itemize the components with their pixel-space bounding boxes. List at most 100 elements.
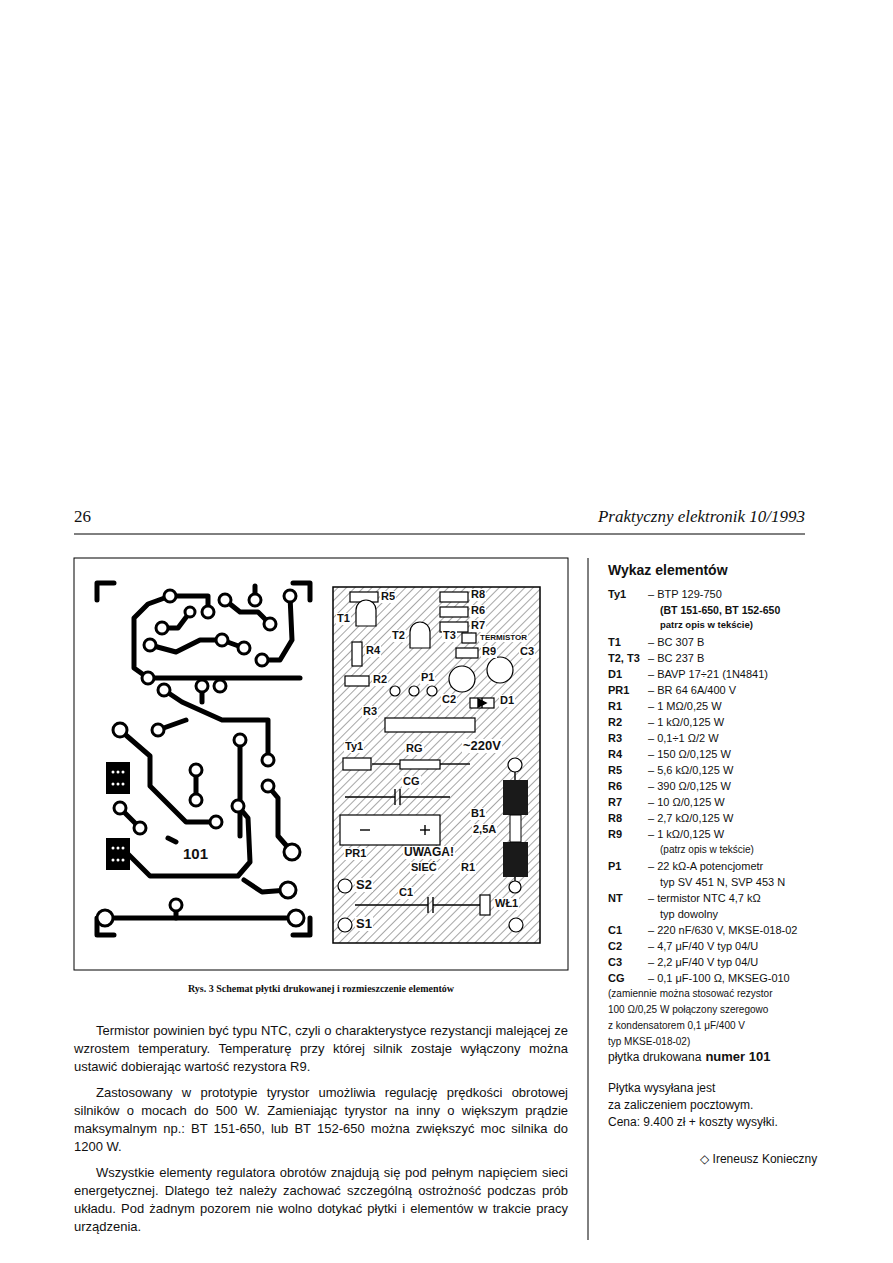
part-designator: NT xyxy=(608,892,623,905)
figure-frame xyxy=(74,558,568,970)
part-value: – 150 Ω/0,125 W xyxy=(648,748,731,761)
part-note: typ SV 451 N, SVP 453 N xyxy=(660,876,785,889)
part-designator: P1 xyxy=(608,860,621,873)
figure-caption: Rys. 3 Schemat płytki drukowanej i rozmi… xyxy=(74,983,568,995)
part-designator: R9 xyxy=(608,828,622,841)
part-designator: C2 xyxy=(608,940,622,953)
list-heading: Wykaz elementów xyxy=(608,562,728,578)
component-label: WŁ1 xyxy=(494,898,519,910)
running-head: Praktyczny elektronik 10/1993 xyxy=(598,507,805,527)
part-designator: Ty1 xyxy=(608,588,626,601)
part-note: (BT 151-650, BT 152-650 xyxy=(660,604,780,616)
body-paragraph: Zastosowany w prototypie tyrystor umożli… xyxy=(74,1084,568,1156)
part-value: – 220 nF/630 V, MKSE-018-02 xyxy=(648,924,797,937)
ordering-note: za zaliczeniem pocztowym. xyxy=(608,1099,753,1113)
page-number: 26 xyxy=(74,507,91,527)
part-value: – BAVP 17÷21 (1N4841) xyxy=(648,668,768,681)
part-designator: PR1 xyxy=(608,684,629,697)
part-value: – 4,7 μF/40 V typ 04/U xyxy=(648,940,758,953)
part-designator: CG xyxy=(608,972,625,985)
component-label: T1 xyxy=(336,613,351,625)
body-paragraph: Termistor powinien być typu NTC, czyli o… xyxy=(74,1022,568,1076)
component-label: 2,5A xyxy=(472,824,497,836)
part-value: – termistor NTC 4,7 kΩ xyxy=(648,892,761,905)
component-label: CG xyxy=(402,776,421,788)
board-number: numer 101 xyxy=(705,1050,770,1065)
part-value: – 2,7 kΩ/0,125 W xyxy=(648,812,733,825)
part-designator: R8 xyxy=(608,812,622,825)
ordering-note: Cena: 9.400 zł + koszty wysyłki. xyxy=(608,1116,778,1130)
body-paragraph: Wszystkie elementy regulatora obrotów zn… xyxy=(74,1164,568,1236)
component-label: B1 xyxy=(470,808,486,820)
header-rule xyxy=(74,534,805,535)
warning-text: SIEĆ xyxy=(410,862,438,874)
part-value: – 0,1÷1 Ω/2 W xyxy=(648,732,719,745)
component-label: TERMISTOR xyxy=(479,634,528,642)
component-label: R1 xyxy=(460,862,476,874)
component-label: C2 xyxy=(441,694,457,706)
ordering-note: Płytka wysyłana jest xyxy=(608,1082,715,1096)
part-value: – 390 Ω/0,125 W xyxy=(648,780,731,793)
column-rule xyxy=(588,558,589,1240)
component-label: P1 xyxy=(420,672,435,684)
part-value: – BC 237 B xyxy=(648,652,704,665)
part-designator: D1 xyxy=(608,668,622,681)
part-value: – 1 MΩ/0,25 W xyxy=(648,700,722,713)
part-value: – BR 64 6A/400 V xyxy=(648,684,736,697)
part-designator: T1 xyxy=(608,636,621,649)
board-note: płytka drukowana xyxy=(608,1051,701,1065)
part-note: (zamiennie można stosować rezystor xyxy=(608,988,773,1000)
part-designator: R6 xyxy=(608,780,622,793)
part-value: – 1 kΩ/0,125 W xyxy=(648,828,724,841)
part-value: – 2,2 μF/40 V typ 04/U xyxy=(648,956,758,969)
part-note: patrz opis w tekście) xyxy=(660,620,753,631)
component-label: Ty1 xyxy=(344,741,364,753)
part-designator: R2 xyxy=(608,716,622,729)
part-value: – 1 kΩ/0,125 W xyxy=(648,716,724,729)
component-label: R7 xyxy=(470,620,486,632)
part-designator: T2, T3 xyxy=(608,652,640,665)
component-label: S2 xyxy=(355,878,373,892)
component-label: PR1 xyxy=(344,848,367,860)
warning-text: UWAGA! xyxy=(403,846,455,859)
fuse-pads xyxy=(106,762,130,870)
fuse-holders xyxy=(503,780,528,877)
component-side xyxy=(333,587,540,943)
part-note: (patrz opis w tekście) xyxy=(660,844,754,856)
part-designator: R5 xyxy=(608,764,622,777)
part-value: – BC 307 B xyxy=(648,636,704,649)
pcb-pads xyxy=(97,590,304,926)
component-label: R9 xyxy=(481,646,497,658)
component-label: S1 xyxy=(355,917,373,931)
part-value: – BTP 129-750 xyxy=(648,588,722,601)
component-label: D1 xyxy=(499,695,515,707)
part-value: – 0,1 μF-100 Ω, MKSEG-010 xyxy=(648,972,790,985)
part-note: typ MKSE-018-02) xyxy=(608,1036,690,1048)
part-value: – 22 kΩ-A potencjometr xyxy=(648,860,763,873)
component-label: R2 xyxy=(372,674,388,686)
part-designator: R4 xyxy=(608,748,622,761)
part-note: z kondensatorem 0,1 μF/400 V xyxy=(608,1020,745,1032)
part-note: typ dowolny xyxy=(660,908,718,921)
component-label: R6 xyxy=(470,605,486,617)
part-designator: C3 xyxy=(608,956,622,969)
part-value: – 5,6 kΩ/0,125 W xyxy=(648,764,733,777)
author-name: ◇ Ireneusz Konieczny xyxy=(700,1153,817,1167)
component-label: R5 xyxy=(380,591,396,603)
component-label: C3 xyxy=(519,646,535,658)
component-label: R8 xyxy=(470,589,486,601)
board-number: 101 xyxy=(182,846,209,862)
component-label: T2 xyxy=(391,630,406,642)
component-details xyxy=(345,698,515,913)
part-designator: R1 xyxy=(608,700,622,713)
component-label: R4 xyxy=(365,645,381,657)
part-note: 100 Ω/0,25 W połączony szeregowo xyxy=(608,1004,768,1016)
part-designator: R3 xyxy=(608,732,622,745)
pcb-traces xyxy=(97,583,310,935)
component-outlines xyxy=(338,592,523,932)
part-designator: C1 xyxy=(608,924,622,937)
part-designator: R7 xyxy=(608,796,622,809)
component-label: T3 xyxy=(442,630,457,642)
component-label: C1 xyxy=(398,887,414,899)
